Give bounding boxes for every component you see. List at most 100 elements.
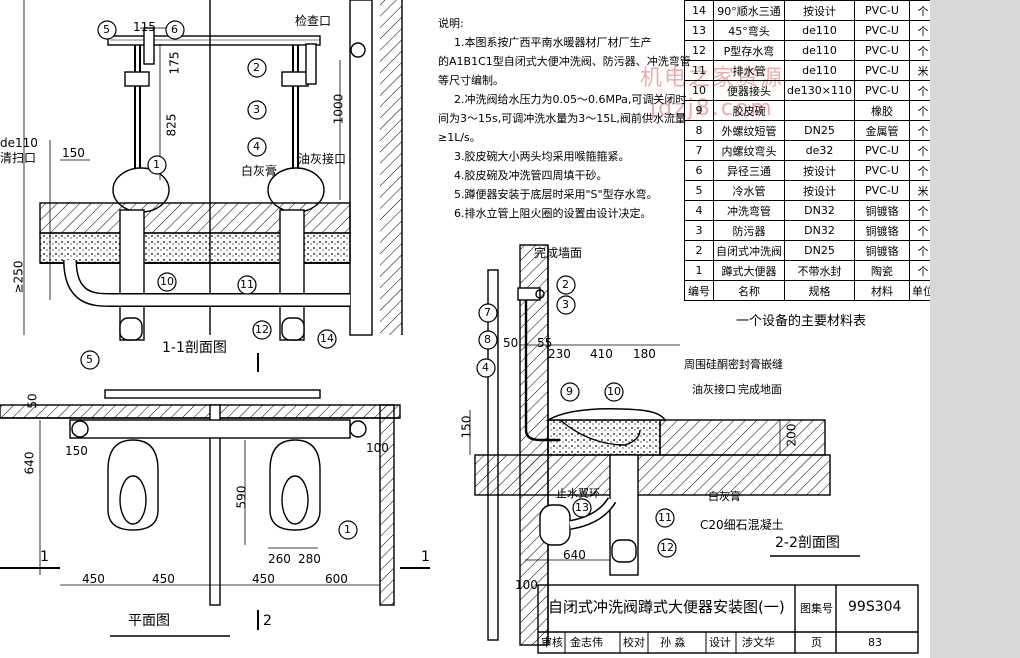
set-number-label: 图集号 <box>800 602 833 615</box>
table-cell: DN25 <box>784 120 855 141</box>
table-cell: 2 <box>684 240 714 261</box>
dim-410: 410 <box>590 347 613 361</box>
table-cell: PVC-U <box>853 40 910 61</box>
table-cell: 10 <box>684 80 714 101</box>
callout-12-s22: 12 <box>660 541 674 554</box>
table-cell: 按设计 <box>784 160 855 181</box>
dim-825: 825 <box>164 113 179 137</box>
scrollbar-track[interactable] <box>930 0 1020 658</box>
callout-3: 3 <box>253 103 260 116</box>
table-cell: 名称 <box>713 280 785 301</box>
dim-280: 280 <box>298 552 321 566</box>
section-1-1-title: 1-1剖面图 <box>162 340 227 356</box>
dim-115: 115 <box>133 20 156 34</box>
dim-250: ≥250 <box>11 260 26 294</box>
table-cell: 异径三通 <box>713 160 785 181</box>
callout-5-plan: 5 <box>86 353 93 366</box>
table-cell: 12 <box>684 40 714 61</box>
materials-table: 1490°顺水三通按设计PVC-U个11345°弯头de110PVC-U个112… <box>684 0 964 301</box>
table-cell: PVC-U <box>853 140 910 161</box>
table-cell <box>784 100 855 121</box>
table-cell: 防污器 <box>713 220 785 241</box>
dim-450-b: 450 <box>152 572 175 586</box>
inspection-port-label: 检查口 <box>295 14 332 28</box>
table-cell: 3 <box>684 220 714 241</box>
callout-11: 11 <box>240 278 254 291</box>
callout-14: 14 <box>320 332 334 345</box>
callout-1-plan: 1 <box>344 523 351 536</box>
title-block-frame <box>537 584 919 654</box>
table-cell: de32 <box>784 140 855 161</box>
dim-50-s22: 50 <box>503 336 519 350</box>
section-mark-1-right: 1 <box>421 549 430 565</box>
table-cell: de110 <box>784 20 855 41</box>
callout-3-s22: 3 <box>562 298 569 311</box>
table-cell: 编号 <box>684 280 714 301</box>
callout-2-s22: 2 <box>562 278 569 291</box>
dim-200: 200 <box>784 423 799 447</box>
table-row: 1蹲式大便器不带水封陶瓷个1 <box>684 260 964 281</box>
table-cell: 不带水封 <box>784 260 855 281</box>
callout-6: 6 <box>171 23 178 36</box>
table-cell: 金属管 <box>853 120 910 141</box>
callout-7: 7 <box>484 306 491 319</box>
notes-line: 5.蹲便器安装于底层时采用"S"型存水弯。 <box>454 188 658 201</box>
dim-100-plan: 100 <box>366 441 389 455</box>
table-cell: PVC-U <box>853 80 910 101</box>
dim-55: 55 <box>537 336 553 350</box>
drawing-title: 自闭式冲洗阀蹲式大便器安装图(一) <box>548 598 785 616</box>
plan-title: 平面图 <box>128 613 170 629</box>
set-number-value: 99S304 <box>848 599 902 615</box>
notes-line: 6.排水立管上阻火圈的设置由设计决定。 <box>454 207 652 220</box>
table-cell: 冲洗弯管 <box>713 200 785 221</box>
callout-12: 12 <box>255 323 269 336</box>
viewer-scrollbar[interactable] <box>930 0 1020 658</box>
notes-line: ≥1L/s。 <box>438 131 481 144</box>
plan-view <box>0 389 430 637</box>
dim-100-s22: 100 <box>515 578 538 592</box>
designer-signature: 涉文华 <box>742 636 775 649</box>
materials-caption: 一个设备的主要材料表 <box>735 314 866 329</box>
section-2-2 <box>469 244 860 646</box>
review-label: 审核 <box>541 636 563 649</box>
table-row: 4冲洗弯管DN32铜镀铬个1 <box>684 200 964 221</box>
table-cell: 排水管 <box>713 60 785 81</box>
table-cell: 陶瓷 <box>853 260 910 281</box>
table-cell: DN32 <box>784 200 855 221</box>
table-cell: 5 <box>684 180 714 201</box>
table-row: 8外螺纹短管DN25金属管个1 <box>684 120 964 141</box>
table-cell: PVC-U <box>853 160 910 181</box>
dim-590: 590 <box>234 485 249 509</box>
callout-11-s22: 11 <box>658 511 672 524</box>
table-cell: 铜镀铬 <box>853 240 910 261</box>
notes-title: 说明: <box>438 17 464 30</box>
reviewer-signature: 金志伟 <box>570 636 603 649</box>
dim-150-plan: 150 <box>65 444 88 458</box>
table-cell: 铜镀铬 <box>853 200 910 221</box>
table-cell: 按设计 <box>784 0 855 21</box>
callout-5: 5 <box>103 23 110 36</box>
callout-9: 9 <box>566 385 573 398</box>
callout-2: 2 <box>253 61 260 74</box>
dim-600: 600 <box>325 572 348 586</box>
table-cell: 蹲式大便器 <box>713 260 785 281</box>
section-2-2-title: 2-2剖面图 <box>775 535 840 551</box>
table-cell: 橡胶 <box>853 100 910 121</box>
dim-150-section: 150 <box>62 146 85 160</box>
dim-640-plan: 640 <box>22 451 37 475</box>
sealant-label: 周围硅酮密封膏嵌缝 <box>684 358 783 371</box>
table-cell: 铜镀铬 <box>853 220 910 241</box>
page-label: 页 <box>811 636 822 649</box>
table-cell: 45°弯头 <box>713 20 785 41</box>
table-cell: 90°顺水三通 <box>713 0 785 21</box>
table-cell: 9 <box>684 100 714 121</box>
cleanout-label: 清扫口 <box>0 151 37 165</box>
table-cell: 冷水管 <box>713 180 785 201</box>
callout-circles <box>80 20 677 558</box>
notes-line: 1.本图系按广西平南水暖器材厂材厂生产 <box>454 36 652 49</box>
notes-line: 4.胶皮碗及冲洗管四周填干砂。 <box>454 169 608 182</box>
